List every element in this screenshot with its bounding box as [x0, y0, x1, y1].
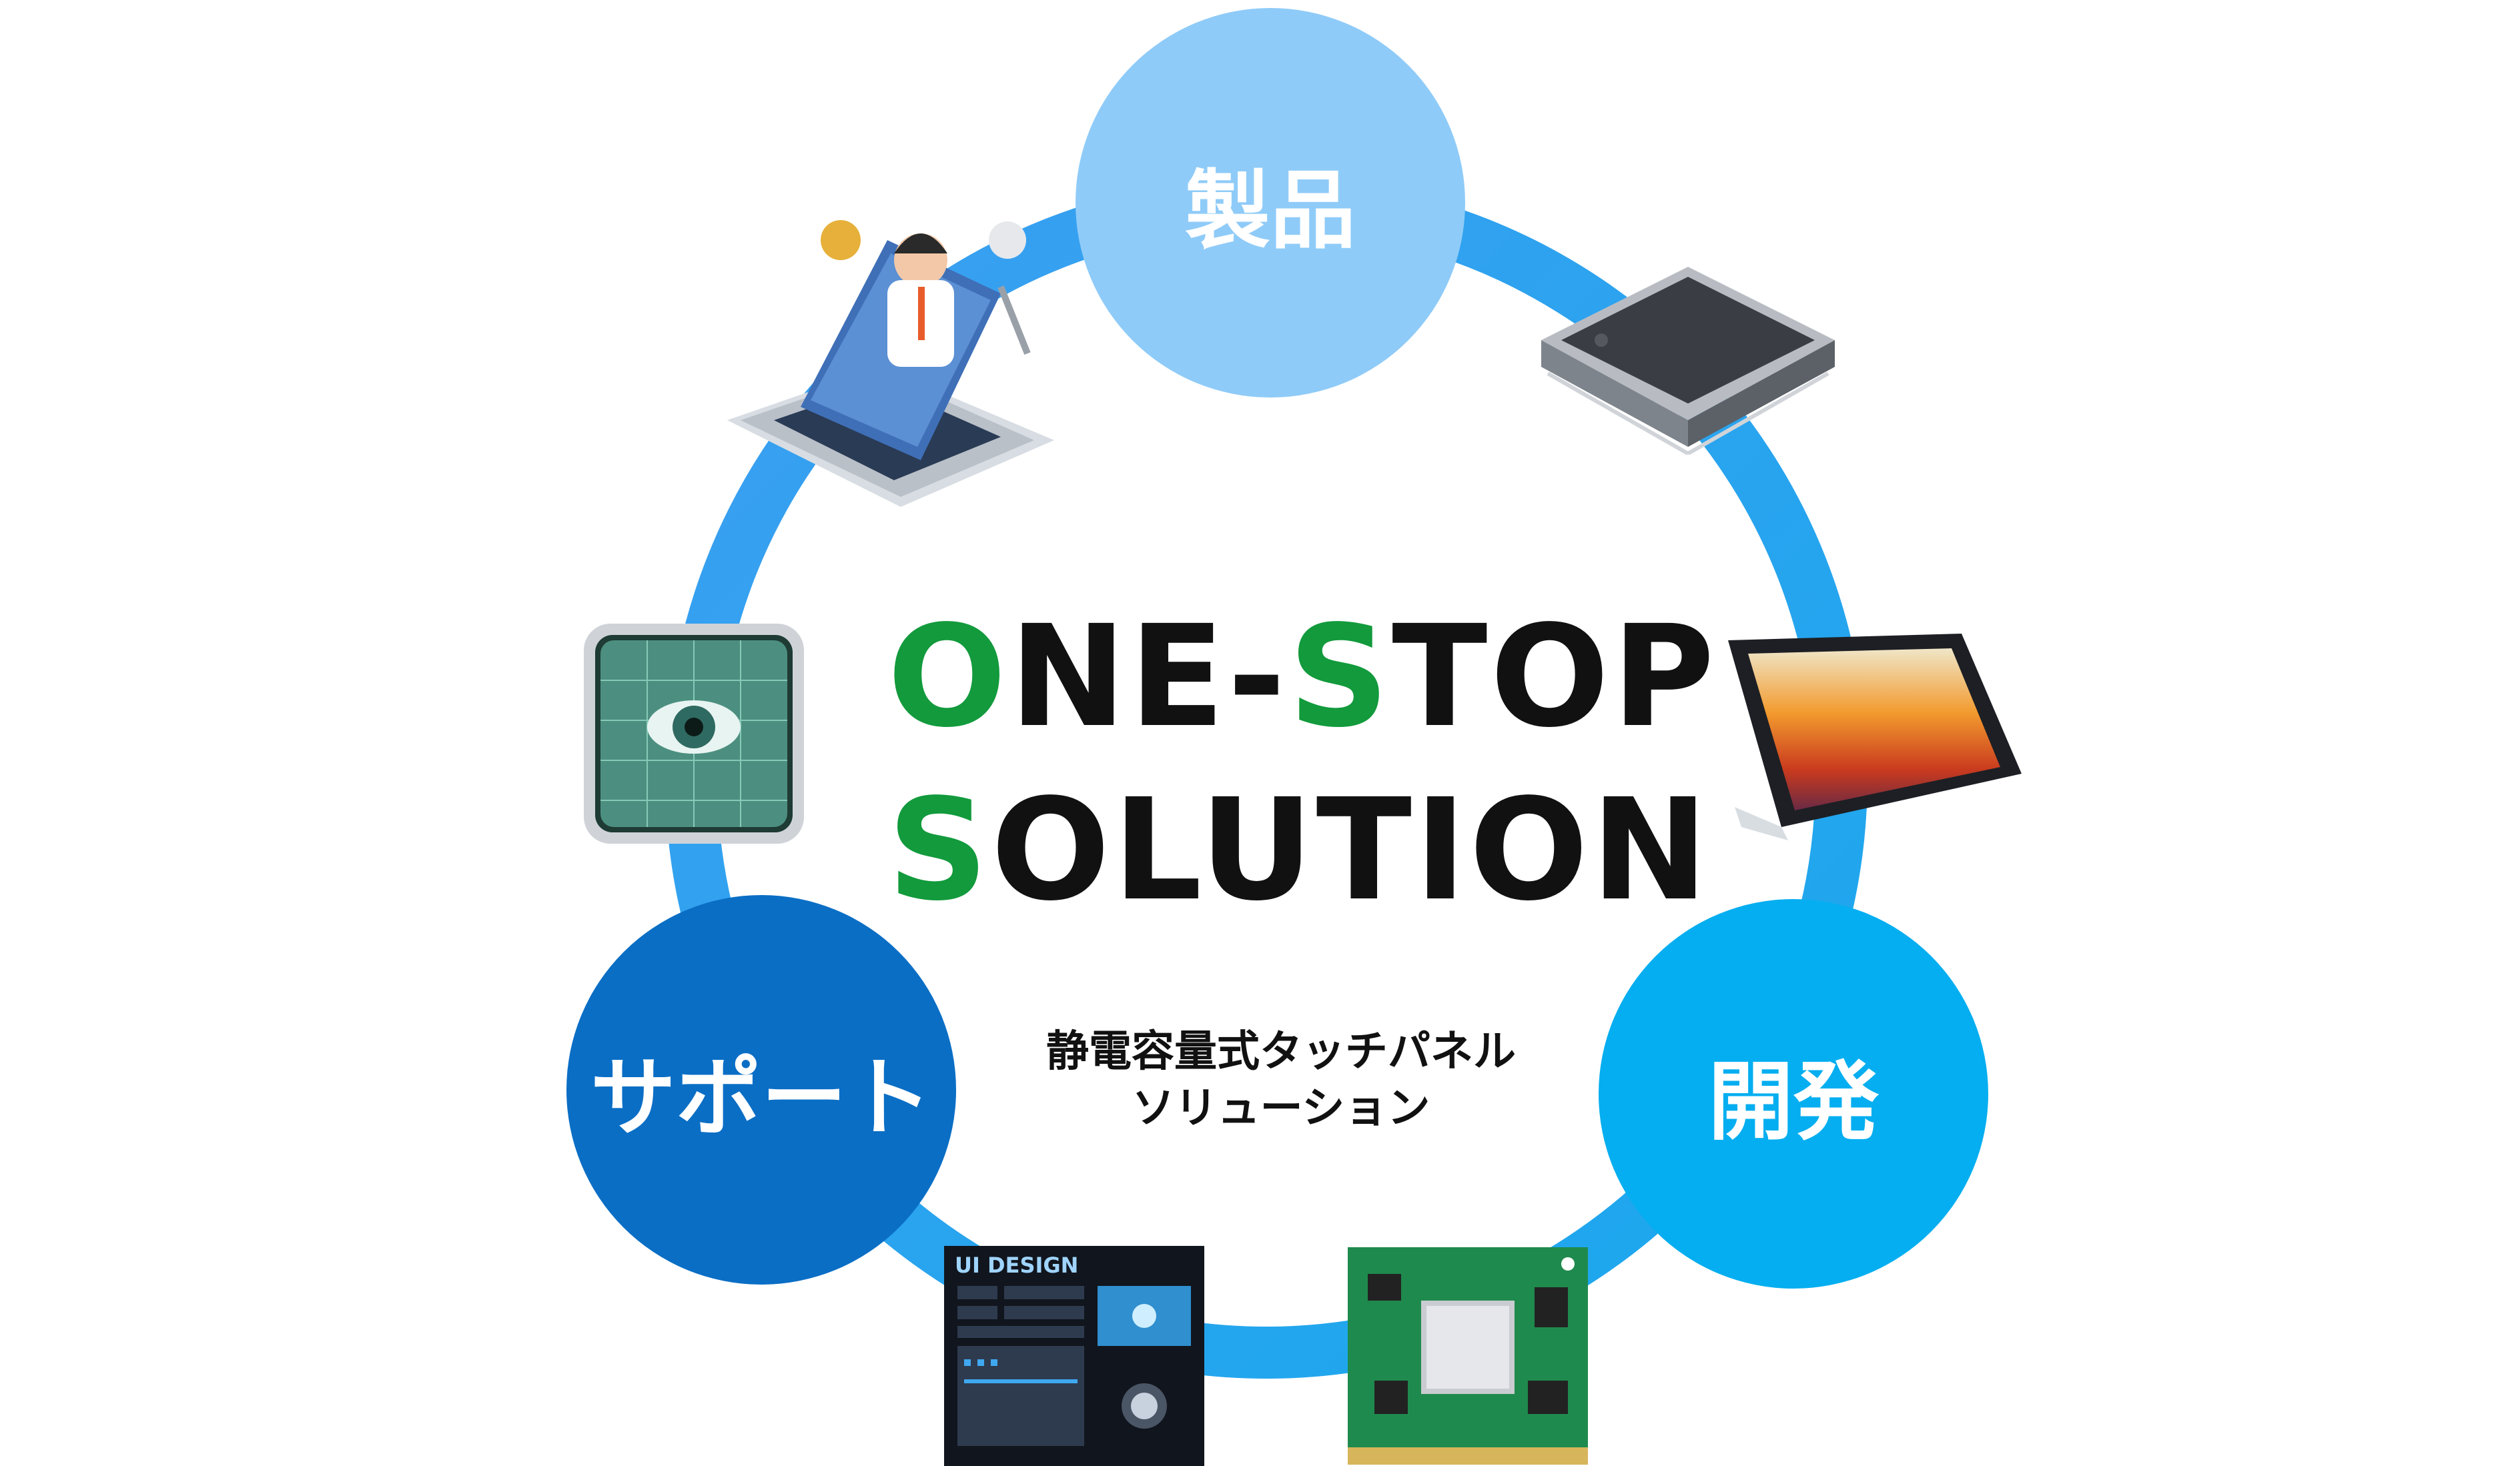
tablet-image: [1728, 634, 2022, 840]
title-line-2: SOLUTION: [887, 780, 1755, 920]
product-node[interactable]: 製品: [1076, 8, 1465, 398]
development-node[interactable]: 開発: [1599, 899, 1988, 1289]
ui-design-image: UI DESIGN: [944, 1246, 1204, 1466]
title-letter-s: S: [1288, 595, 1392, 758]
ui-design-label: UI DESIGN: [955, 1253, 1078, 1278]
title-letter-o: O: [887, 595, 1009, 758]
support-node[interactable]: サポート: [566, 895, 956, 1285]
microchip-image: [1541, 267, 1835, 456]
support-laptop-image: [727, 220, 1054, 507]
module-board-image: [1348, 1247, 1588, 1465]
title-text-ne: NE-: [1009, 595, 1288, 758]
product-label: 製品: [1184, 161, 1356, 261]
title-text-top: TOP: [1392, 595, 1717, 758]
subtitle-line-2: ソリューション: [1132, 1084, 1430, 1133]
support-label: サポート: [590, 1048, 932, 1148]
eye-scan-image: [584, 624, 804, 844]
title-letter-s2: S: [887, 768, 991, 932]
development-label: 開発: [1707, 1052, 1879, 1152]
title-text-olution: OLUTION: [991, 768, 1711, 932]
subtitle-line-1: 静電容量式タッチパネル: [1046, 1027, 1516, 1076]
title-line-1: ONE-STOP: [887, 607, 1755, 747]
